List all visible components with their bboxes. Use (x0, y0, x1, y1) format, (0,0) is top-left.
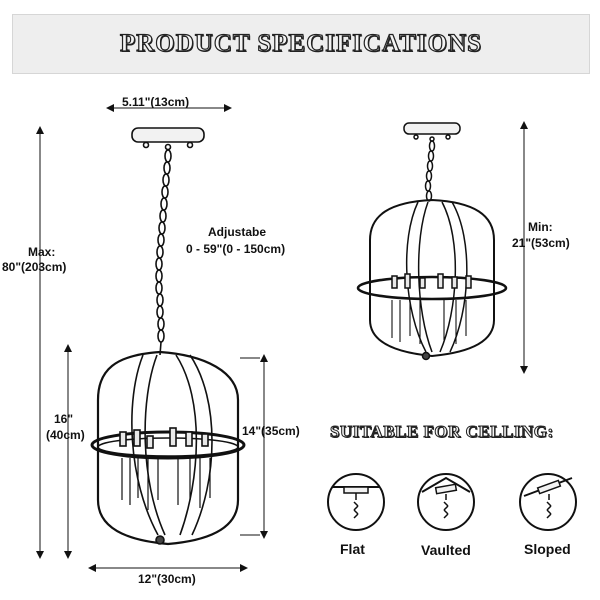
ceiling-type-vaulted: Vaulted (421, 542, 471, 558)
small-chain (424, 140, 436, 202)
cage-height-label-cm: (40cm) (46, 428, 85, 442)
inner-height-label: 14"(35cm) (242, 424, 300, 438)
min-height-label-value: 21"(53cm) (512, 236, 570, 250)
max-height-label-title: Max: (28, 245, 56, 259)
crystals (121, 458, 211, 510)
chain (155, 149, 172, 343)
chain-length-label-value: 0 - 59"(0 - 150cm) (186, 242, 286, 256)
suitable-ceiling-title: SUITABLE FOR CELLING: (330, 422, 554, 442)
specifications-banner: PRODUCT SPECIFICATIONS (12, 14, 590, 74)
ceiling-type-flat: Flat (340, 541, 365, 557)
page-title: PRODUCT SPECIFICATIONS (119, 29, 483, 57)
canopy-width-label: 5.11"(13cm) (122, 95, 190, 109)
dimension-lines (36, 104, 268, 572)
max-height-label-value: 80"(203cm) (2, 260, 67, 274)
ceiling-type-sloped: Sloped (524, 541, 571, 557)
flat-ceiling-icon (327, 473, 385, 531)
small-chandelier-illustration (356, 122, 508, 361)
width-label: 12"(30cm) (138, 572, 196, 586)
min-height-label-title: Min: (528, 220, 553, 234)
cage-height-label-inch: 16" (54, 412, 74, 426)
candles (119, 427, 209, 449)
chain-length-label-title: Adjustabe (208, 225, 267, 239)
large-chandelier-illustration (90, 127, 246, 546)
vaulted-ceiling-icon (417, 473, 475, 531)
sloped-ceiling-icon (519, 473, 577, 531)
